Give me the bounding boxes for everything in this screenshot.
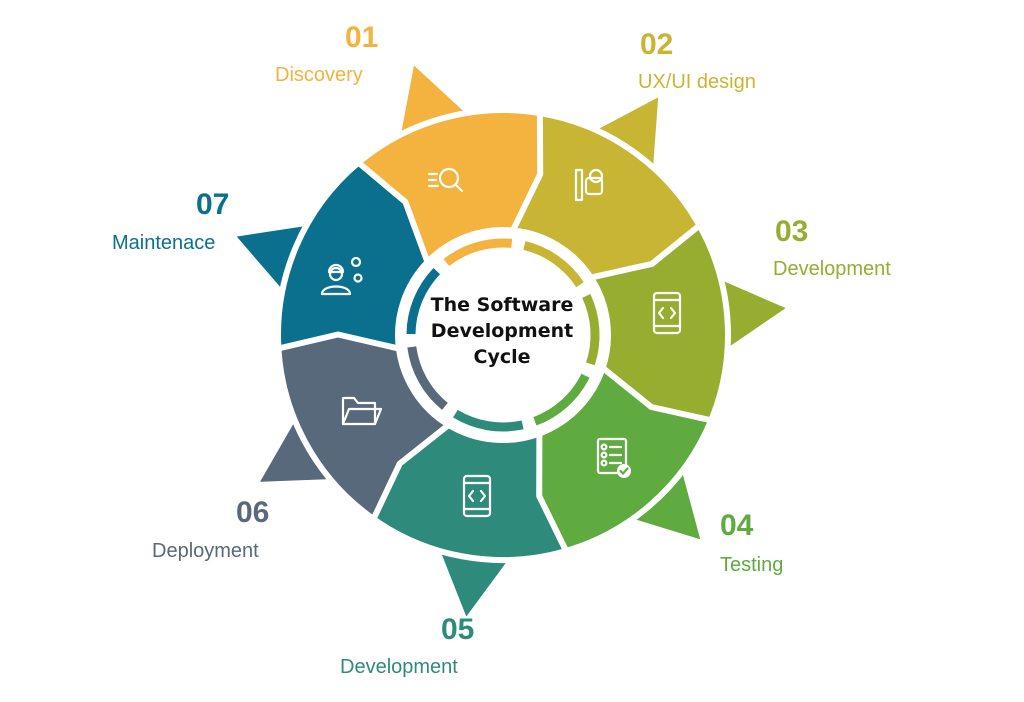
step-1-number: 01 — [345, 21, 379, 54]
center-title-line-2: Development — [430, 320, 574, 342]
center-title-line-3: Cycle — [473, 346, 531, 368]
step-7-ring-arc — [406, 267, 441, 335]
step-3-label: Development — [773, 258, 891, 280]
center-title: The Software Development Cycle — [402, 292, 602, 370]
step-7-segment — [274, 159, 431, 352]
folder-icon — [341, 396, 383, 426]
step-3-number: 03 — [775, 215, 809, 248]
center-disc — [400, 232, 606, 438]
search-list-icon — [427, 167, 464, 193]
step-2-label: UX/UI design — [638, 71, 756, 93]
step-4-ring-arc — [533, 373, 590, 426]
step-6-label: Deployment — [152, 540, 259, 562]
step-2-ring-arc — [523, 241, 584, 288]
maintenance-worker-icon — [320, 256, 363, 296]
code-device-icon — [462, 474, 492, 518]
center-title-line-1: The Software — [430, 294, 574, 316]
step-7-number: 07 — [196, 188, 230, 221]
checklist-icon — [596, 437, 631, 478]
code-device-icon — [652, 291, 682, 335]
step-6-number: 06 — [236, 496, 270, 529]
step-3-ring-arc — [582, 293, 600, 366]
step-1-ring-arc — [443, 238, 513, 267]
step-5-label: Development — [340, 656, 458, 678]
step-5-number: 05 — [441, 613, 475, 646]
design-tools-icon — [574, 168, 604, 202]
step-7-label: Maintenace — [112, 232, 216, 254]
step-4-number: 04 — [720, 509, 754, 542]
step-4-label: Testing — [720, 554, 784, 576]
step-2-number: 02 — [640, 28, 674, 61]
step-1-label: Discovery — [275, 64, 363, 86]
step-6-ring-arc — [407, 346, 448, 410]
step-5-ring-arc — [453, 409, 524, 432]
